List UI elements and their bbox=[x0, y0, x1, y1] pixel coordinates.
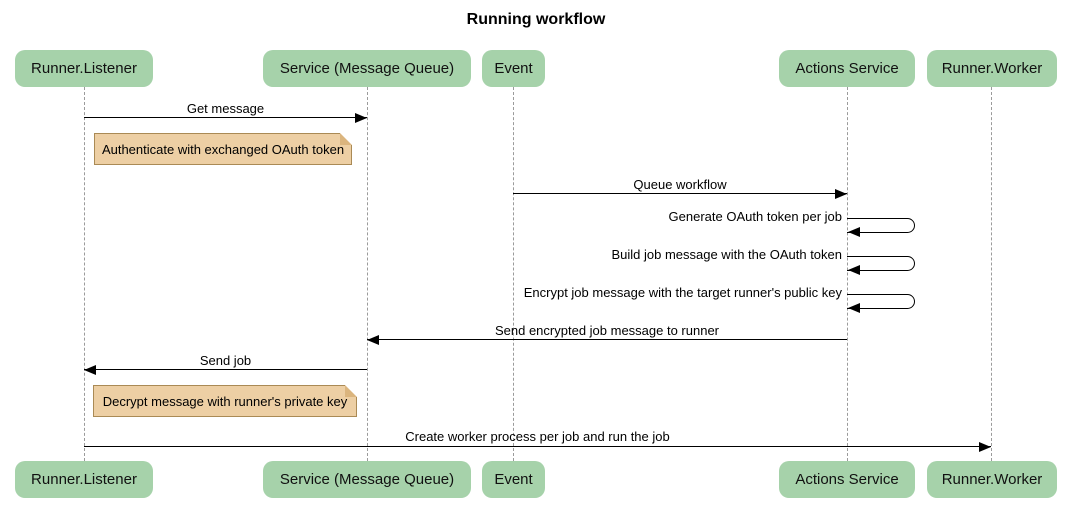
message-label-build-job-message: Build job message with the OAuth token bbox=[611, 247, 842, 262]
participant-bottom-runner-worker: Runner.Worker bbox=[927, 461, 1057, 498]
lifeline-runner-worker bbox=[991, 87, 992, 461]
message-label-send-job: Send job bbox=[199, 353, 252, 368]
arrowhead-right-icon bbox=[979, 442, 991, 452]
message-label-create-worker: Create worker process per job and run th… bbox=[405, 429, 670, 444]
message-label-generate-oauth-token: Generate OAuth token per job bbox=[668, 209, 842, 224]
message-label-send-encrypted-job: Send encrypted job message to runner bbox=[494, 323, 720, 338]
self-loop-line bbox=[847, 294, 915, 309]
message-label-get-message: Get message bbox=[186, 101, 265, 116]
lifeline-event bbox=[513, 87, 514, 461]
arrowhead-left-icon bbox=[367, 335, 379, 345]
participant-top-actions-service: Actions Service bbox=[779, 50, 915, 87]
lifeline-actions-service bbox=[847, 87, 848, 461]
participant-bottom-service-message-queue: Service (Message Queue) bbox=[263, 461, 471, 498]
lifeline-service-message-queue bbox=[367, 87, 368, 461]
message-label-encrypt-job-message: Encrypt job message with the target runn… bbox=[523, 285, 842, 300]
note-decrypt-message: Decrypt message with runner's private ke… bbox=[93, 385, 357, 417]
arrowhead-left-icon bbox=[84, 365, 96, 375]
note-text: Decrypt message with runner's private ke… bbox=[102, 393, 348, 409]
participant-top-runner-listener: Runner.Listener bbox=[15, 50, 153, 87]
lifeline-runner-listener bbox=[84, 87, 85, 461]
self-loop-line bbox=[847, 256, 915, 271]
participant-top-runner-worker: Runner.Worker bbox=[927, 50, 1057, 87]
participant-bottom-actions-service: Actions Service bbox=[779, 461, 915, 498]
message-line-send-encrypted-job bbox=[367, 339, 847, 340]
note-authenticate-oauth: Authenticate with exchanged OAuth token bbox=[94, 133, 352, 165]
self-loop-line bbox=[847, 218, 915, 233]
diagram-title: Running workflow bbox=[466, 11, 606, 28]
message-line-queue-workflow bbox=[513, 193, 847, 194]
participant-top-service-message-queue: Service (Message Queue) bbox=[263, 50, 471, 87]
message-line-send-job bbox=[84, 369, 367, 370]
message-label-queue-workflow: Queue workflow bbox=[633, 177, 727, 192]
participant-top-event: Event bbox=[482, 50, 545, 87]
arrowhead-right-icon bbox=[355, 113, 367, 123]
participant-bottom-runner-listener: Runner.Listener bbox=[15, 461, 153, 498]
participant-bottom-event: Event bbox=[482, 461, 545, 498]
arrowhead-left-icon bbox=[848, 227, 860, 237]
message-line-get-message bbox=[84, 117, 367, 118]
message-line-create-worker bbox=[84, 446, 991, 447]
arrowhead-right-icon bbox=[835, 189, 847, 199]
arrowhead-left-icon bbox=[848, 265, 860, 275]
arrowhead-left-icon bbox=[848, 303, 860, 313]
note-text: Authenticate with exchanged OAuth token bbox=[101, 141, 345, 157]
